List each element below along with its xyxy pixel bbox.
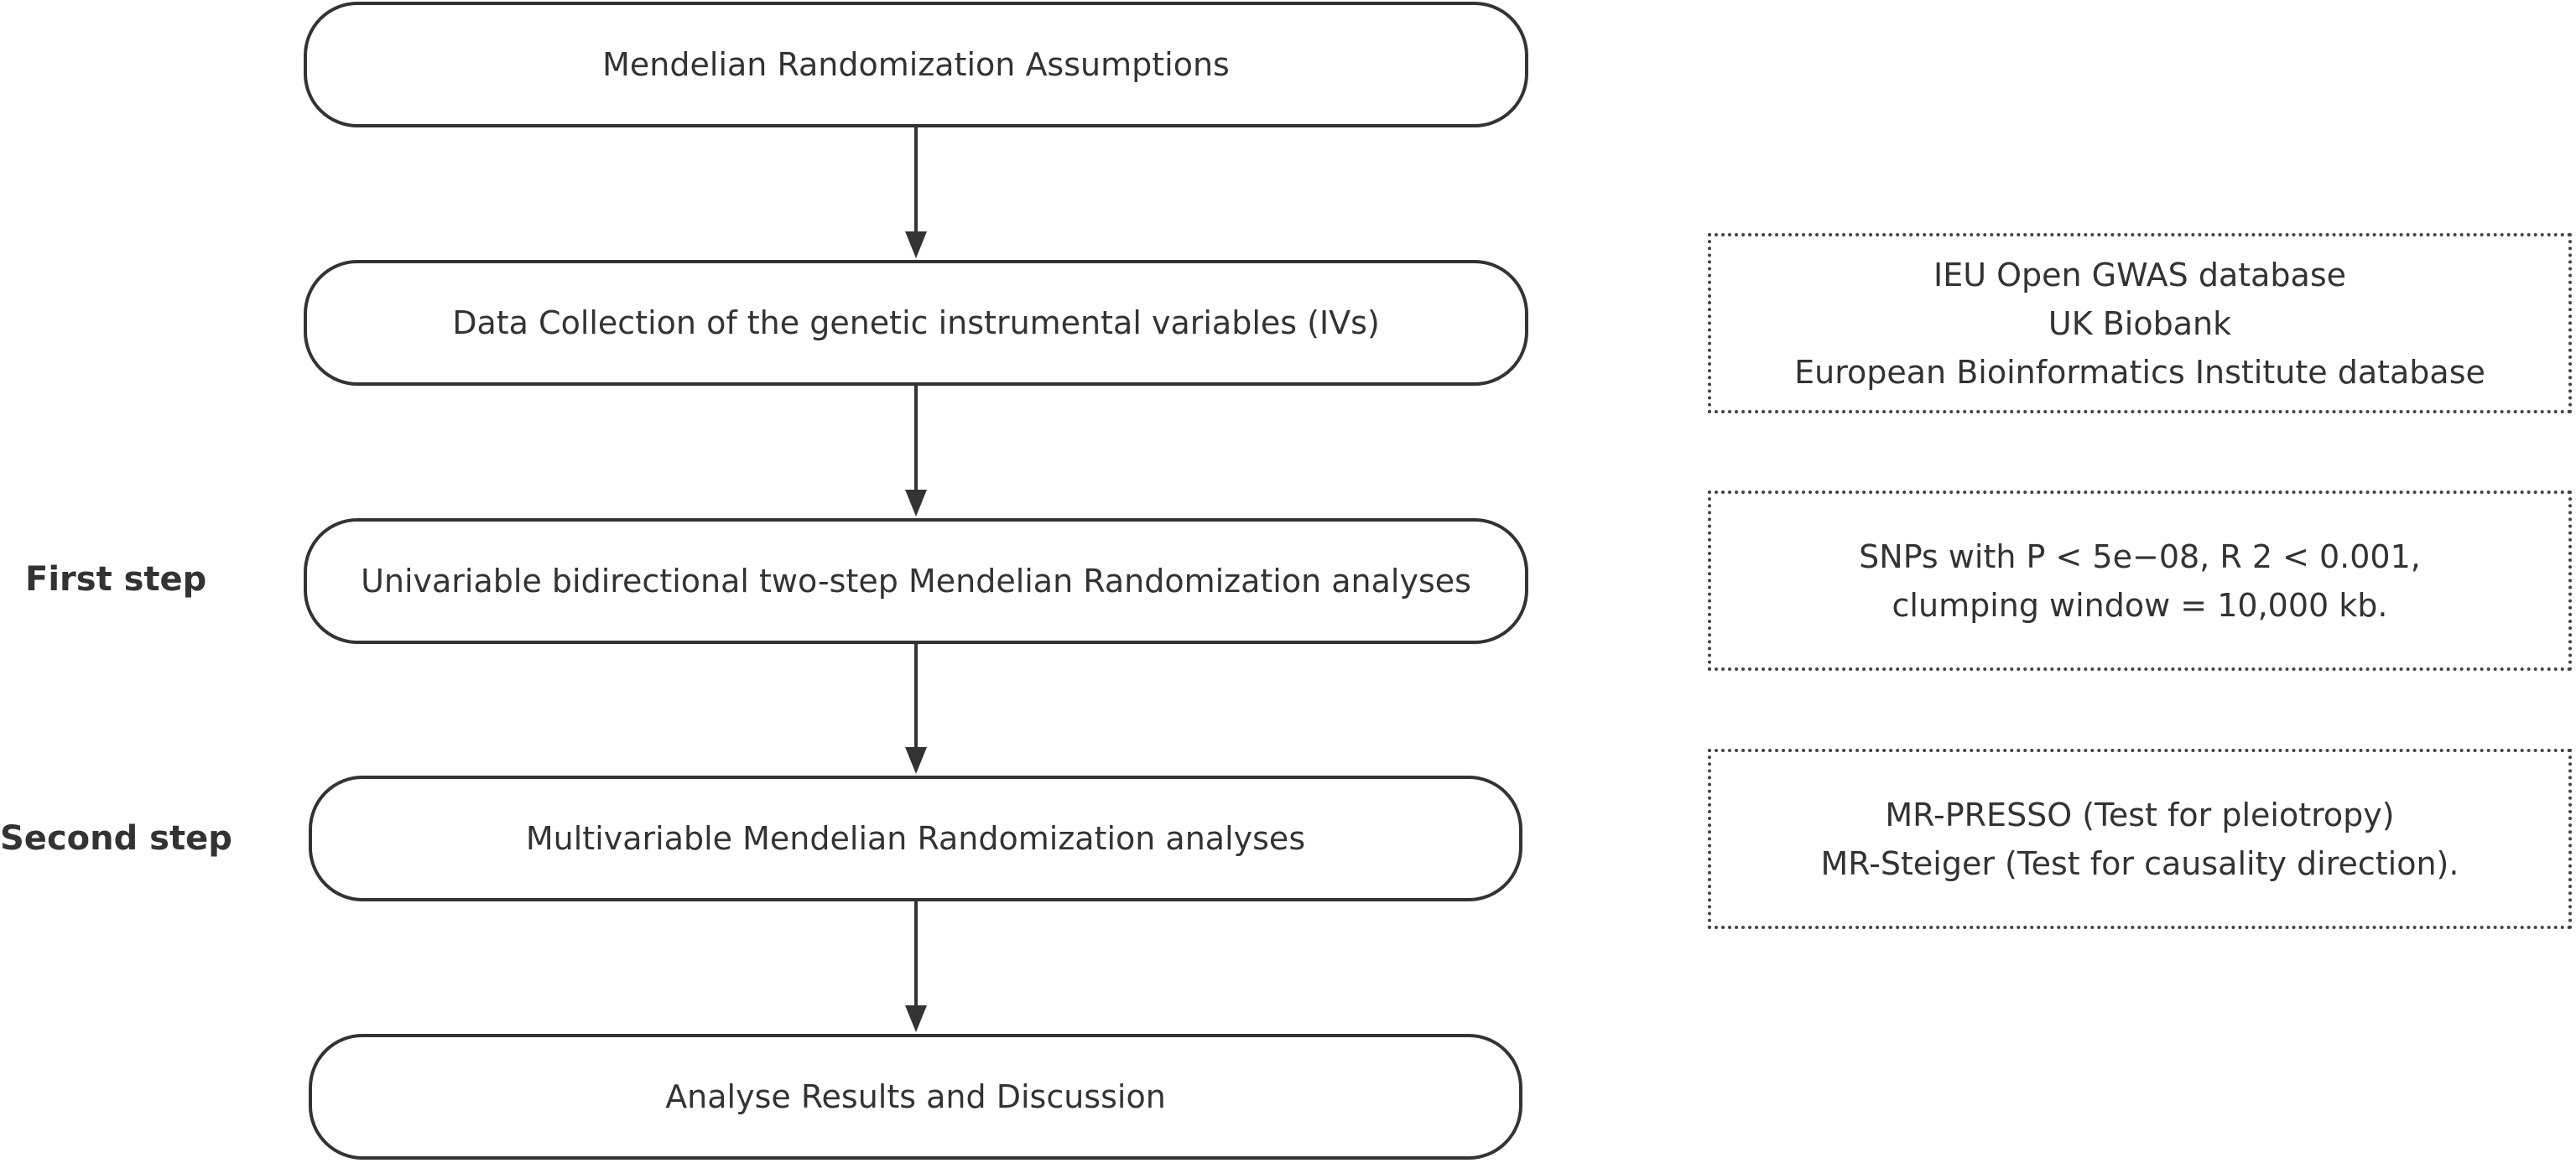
- note-line: European Bioinformatics Institute databa…: [1794, 353, 2485, 391]
- step-box-univariable: Univariable bidirectional two-step Mende…: [304, 518, 1528, 644]
- note-sensitivity-tests: MR-PRESSO (Test for pleiotropy) MR-Steig…: [1708, 749, 2572, 929]
- step-box-data-collection: Data Collection of the genetic instrumen…: [304, 260, 1528, 386]
- note-line: clumping window = 10,000 kb.: [1892, 586, 2388, 624]
- step-label-univariable: Univariable bidirectional two-step Mende…: [361, 563, 1471, 600]
- step-box-results: Analyse Results and Discussion: [309, 1034, 1522, 1160]
- step-label-data-collection: Data Collection of the genetic instrumen…: [452, 304, 1380, 341]
- arrow-4-head: [905, 1005, 927, 1032]
- step-box-multivariable: Multivariable Mendelian Randomization an…: [309, 776, 1522, 901]
- arrow-3-head: [905, 747, 927, 774]
- arrow-1-head: [905, 231, 927, 258]
- second-step-label: Second step: [0, 819, 232, 858]
- note-snp-criteria: SNPs with P < 5e−08, R 2 < 0.001, clumpi…: [1708, 491, 2572, 671]
- step-label-assumptions: Mendelian Randomization Assumptions: [602, 46, 1230, 83]
- arrow-2-head: [905, 490, 927, 517]
- note-data-sources: IEU Open GWAS database UK Biobank Europe…: [1708, 233, 2572, 413]
- note-line: UK Biobank: [2048, 304, 2232, 342]
- step-label-results: Analyse Results and Discussion: [665, 1078, 1166, 1115]
- step-box-assumptions: Mendelian Randomization Assumptions: [304, 2, 1528, 127]
- note-line: IEU Open GWAS database: [1933, 256, 2346, 293]
- note-line: MR-Steiger (Test for causality direction…: [1820, 844, 2459, 882]
- note-line: SNPs with P < 5e−08, R 2 < 0.001,: [1859, 537, 2421, 575]
- note-line: MR-PRESSO (Test for pleiotropy): [1885, 796, 2395, 833]
- step-label-multivariable: Multivariable Mendelian Randomization an…: [525, 820, 1306, 857]
- first-step-label: First step: [25, 560, 207, 599]
